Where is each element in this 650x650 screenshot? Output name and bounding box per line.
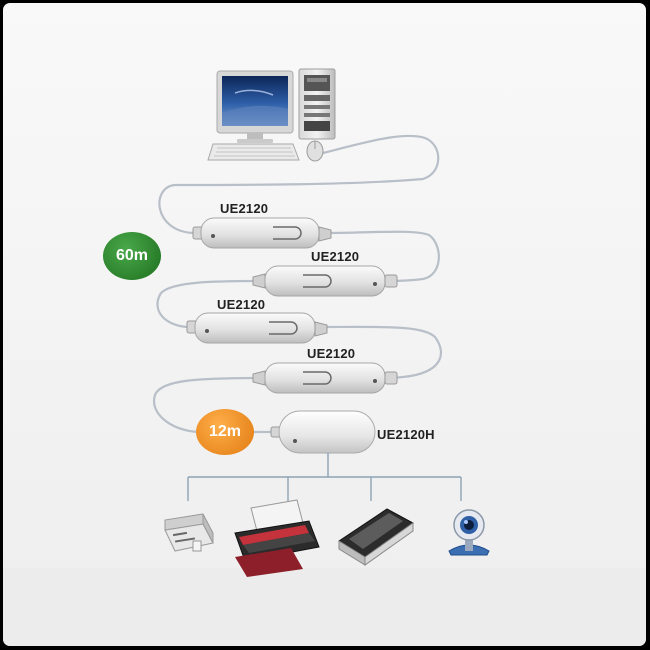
tower-icon [298,68,336,140]
usb-extension-diagram [152,68,490,577]
ue2120-extender-4 [252,362,398,394]
ue2120-extender-3 [186,312,328,344]
ue2120-label-3: UE2120 [217,297,266,312]
cable-computer-to-ue2120-1 [158,134,440,235]
ue2120-label-4: UE2120 [307,346,356,361]
distance-badge-12m: 12m [196,409,254,455]
ue2120-label-1: UE2120 [220,201,269,216]
mouse-icon [306,140,324,162]
card-reader-icon [164,513,214,552]
ue2120-extender-1 [192,217,332,249]
keyboard-icon [207,143,300,161]
ue2120-label-2: UE2120 [311,249,360,264]
distance-badge-12m-label: 12m [208,423,242,440]
diagram-canvas: 60m 12m UE2120 UE2120 UE2120 UE2120 UE21… [3,3,646,646]
cables [152,134,443,434]
ue2120h-label: UE2120H [377,427,435,442]
monitor-icon [216,70,294,143]
computer-icon [207,68,336,162]
distance-badge-60m: 60m [103,232,161,280]
scanner-icon [338,508,414,566]
distance-badge-60m-label: 60m [115,247,149,264]
hub-distribution-lines [187,453,462,501]
webcam-icon [448,509,490,556]
printer-icon [234,499,320,577]
bottom-band [3,568,646,646]
cable-ue2120-2-to-ue2120-3 [156,279,267,329]
ue2120h-hub [270,410,376,454]
ue2120-extender-2 [252,265,398,297]
cable-ue2120-1-to-ue2120-2 [319,230,440,283]
